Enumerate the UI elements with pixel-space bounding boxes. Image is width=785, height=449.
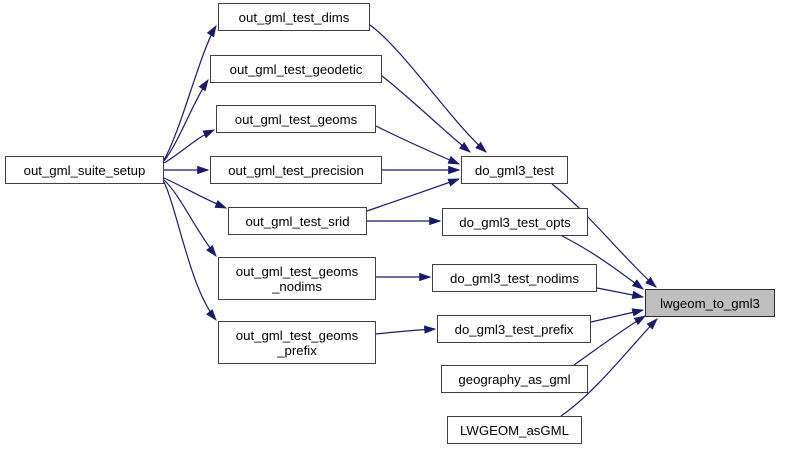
graph-node-label: do_gml3_test <box>474 162 555 178</box>
call-edge-out_gml_test_geoms-to-do_gml3_test <box>375 125 461 165</box>
call-edge-out_gml_test_geoms_prefix-to-do_gml3_test_prefix <box>375 325 437 335</box>
call-edge-out_gml_suite_setup-to-out_gml_test_geodetic <box>163 79 209 162</box>
graph-node-label: out_gml_test_geoms _nodims <box>235 263 359 294</box>
graph-node-out_gml_test_precision[interactable]: out_gml_test_precision <box>210 156 382 184</box>
graph-node-out_gml_test_geoms_nodims[interactable]: out_gml_test_geoms _nodims <box>218 257 376 300</box>
graph-node-label: lwgeom_to_gml3 <box>660 295 760 311</box>
graph-node-label: do_gml3_test_prefix <box>454 321 574 337</box>
graph-node-LWGEOM_asGML[interactable]: LWGEOM_asGML <box>447 416 582 444</box>
graph-node-out_gml_suite_setup[interactable]: out_gml_suite_setup <box>5 156 164 184</box>
call-edge-out_gml_suite_setup-to-out_gml_test_geoms_prefix <box>163 181 217 321</box>
graph-node-out_gml_test_srid[interactable]: out_gml_test_srid <box>228 207 367 235</box>
graph-node-out_gml_test_geoms_prefix[interactable]: out_gml_test_geoms _prefix <box>218 321 376 364</box>
graph-node-label: LWGEOM_asGML <box>460 422 569 438</box>
graph-node-do_gml3_test[interactable]: do_gml3_test <box>461 156 568 184</box>
call-edge-out_gml_suite_setup-to-out_gml_test_dims <box>163 24 217 161</box>
call-edge-do_gml3_test_nodims-to-lwgeom_to_gml3 <box>596 287 645 300</box>
graph-node-label: geography_as_gml <box>458 371 571 387</box>
graph-node-label: out_gml_suite_setup <box>23 162 146 178</box>
call-edge-do_gml3_test_prefix-to-lwgeom_to_gml3 <box>590 308 645 323</box>
call-edge-out_gml_test_dims-to-do_gml3_test <box>369 24 487 153</box>
graph-node-label: out_gml_test_dims <box>238 9 350 25</box>
graph-node-label: out_gml_test_geoms _prefix <box>235 327 359 358</box>
graph-node-lwgeom_to_gml3[interactable]: lwgeom_to_gml3 <box>645 289 775 317</box>
graph-node-label: out_gml_test_srid <box>245 213 350 229</box>
graph-node-do_gml3_test_prefix[interactable]: do_gml3_test_prefix <box>437 315 591 343</box>
graph-node-geography_as_gml[interactable]: geography_as_gml <box>441 365 588 393</box>
graph-node-label: out_gml_test_precision <box>228 162 364 178</box>
call-edge-out_gml_suite_setup-to-out_gml_test_geoms_nodims <box>163 179 217 257</box>
graph-node-out_gml_test_geodetic[interactable]: out_gml_test_geodetic <box>210 55 382 83</box>
graph-node-label: do_gml3_test_nodims <box>449 270 580 286</box>
graph-node-out_gml_test_geoms[interactable]: out_gml_test_geoms <box>216 105 376 133</box>
graph-node-do_gml3_test_opts[interactable]: do_gml3_test_opts <box>442 208 588 236</box>
graph-node-label: out_gml_test_geoms <box>234 111 358 127</box>
graph-node-out_gml_test_dims[interactable]: out_gml_test_dims <box>218 3 370 31</box>
graph-node-label: do_gml3_test_opts <box>459 214 571 230</box>
graph-node-label: out_gml_test_geodetic <box>229 61 363 77</box>
graph-node-do_gml3_test_nodims[interactable]: do_gml3_test_nodims <box>432 264 597 292</box>
call-edge-out_gml_test_geodetic-to-do_gml3_test <box>381 75 471 153</box>
call-edge-out_gml_suite_setup-to-out_gml_test_geoms <box>163 129 216 164</box>
